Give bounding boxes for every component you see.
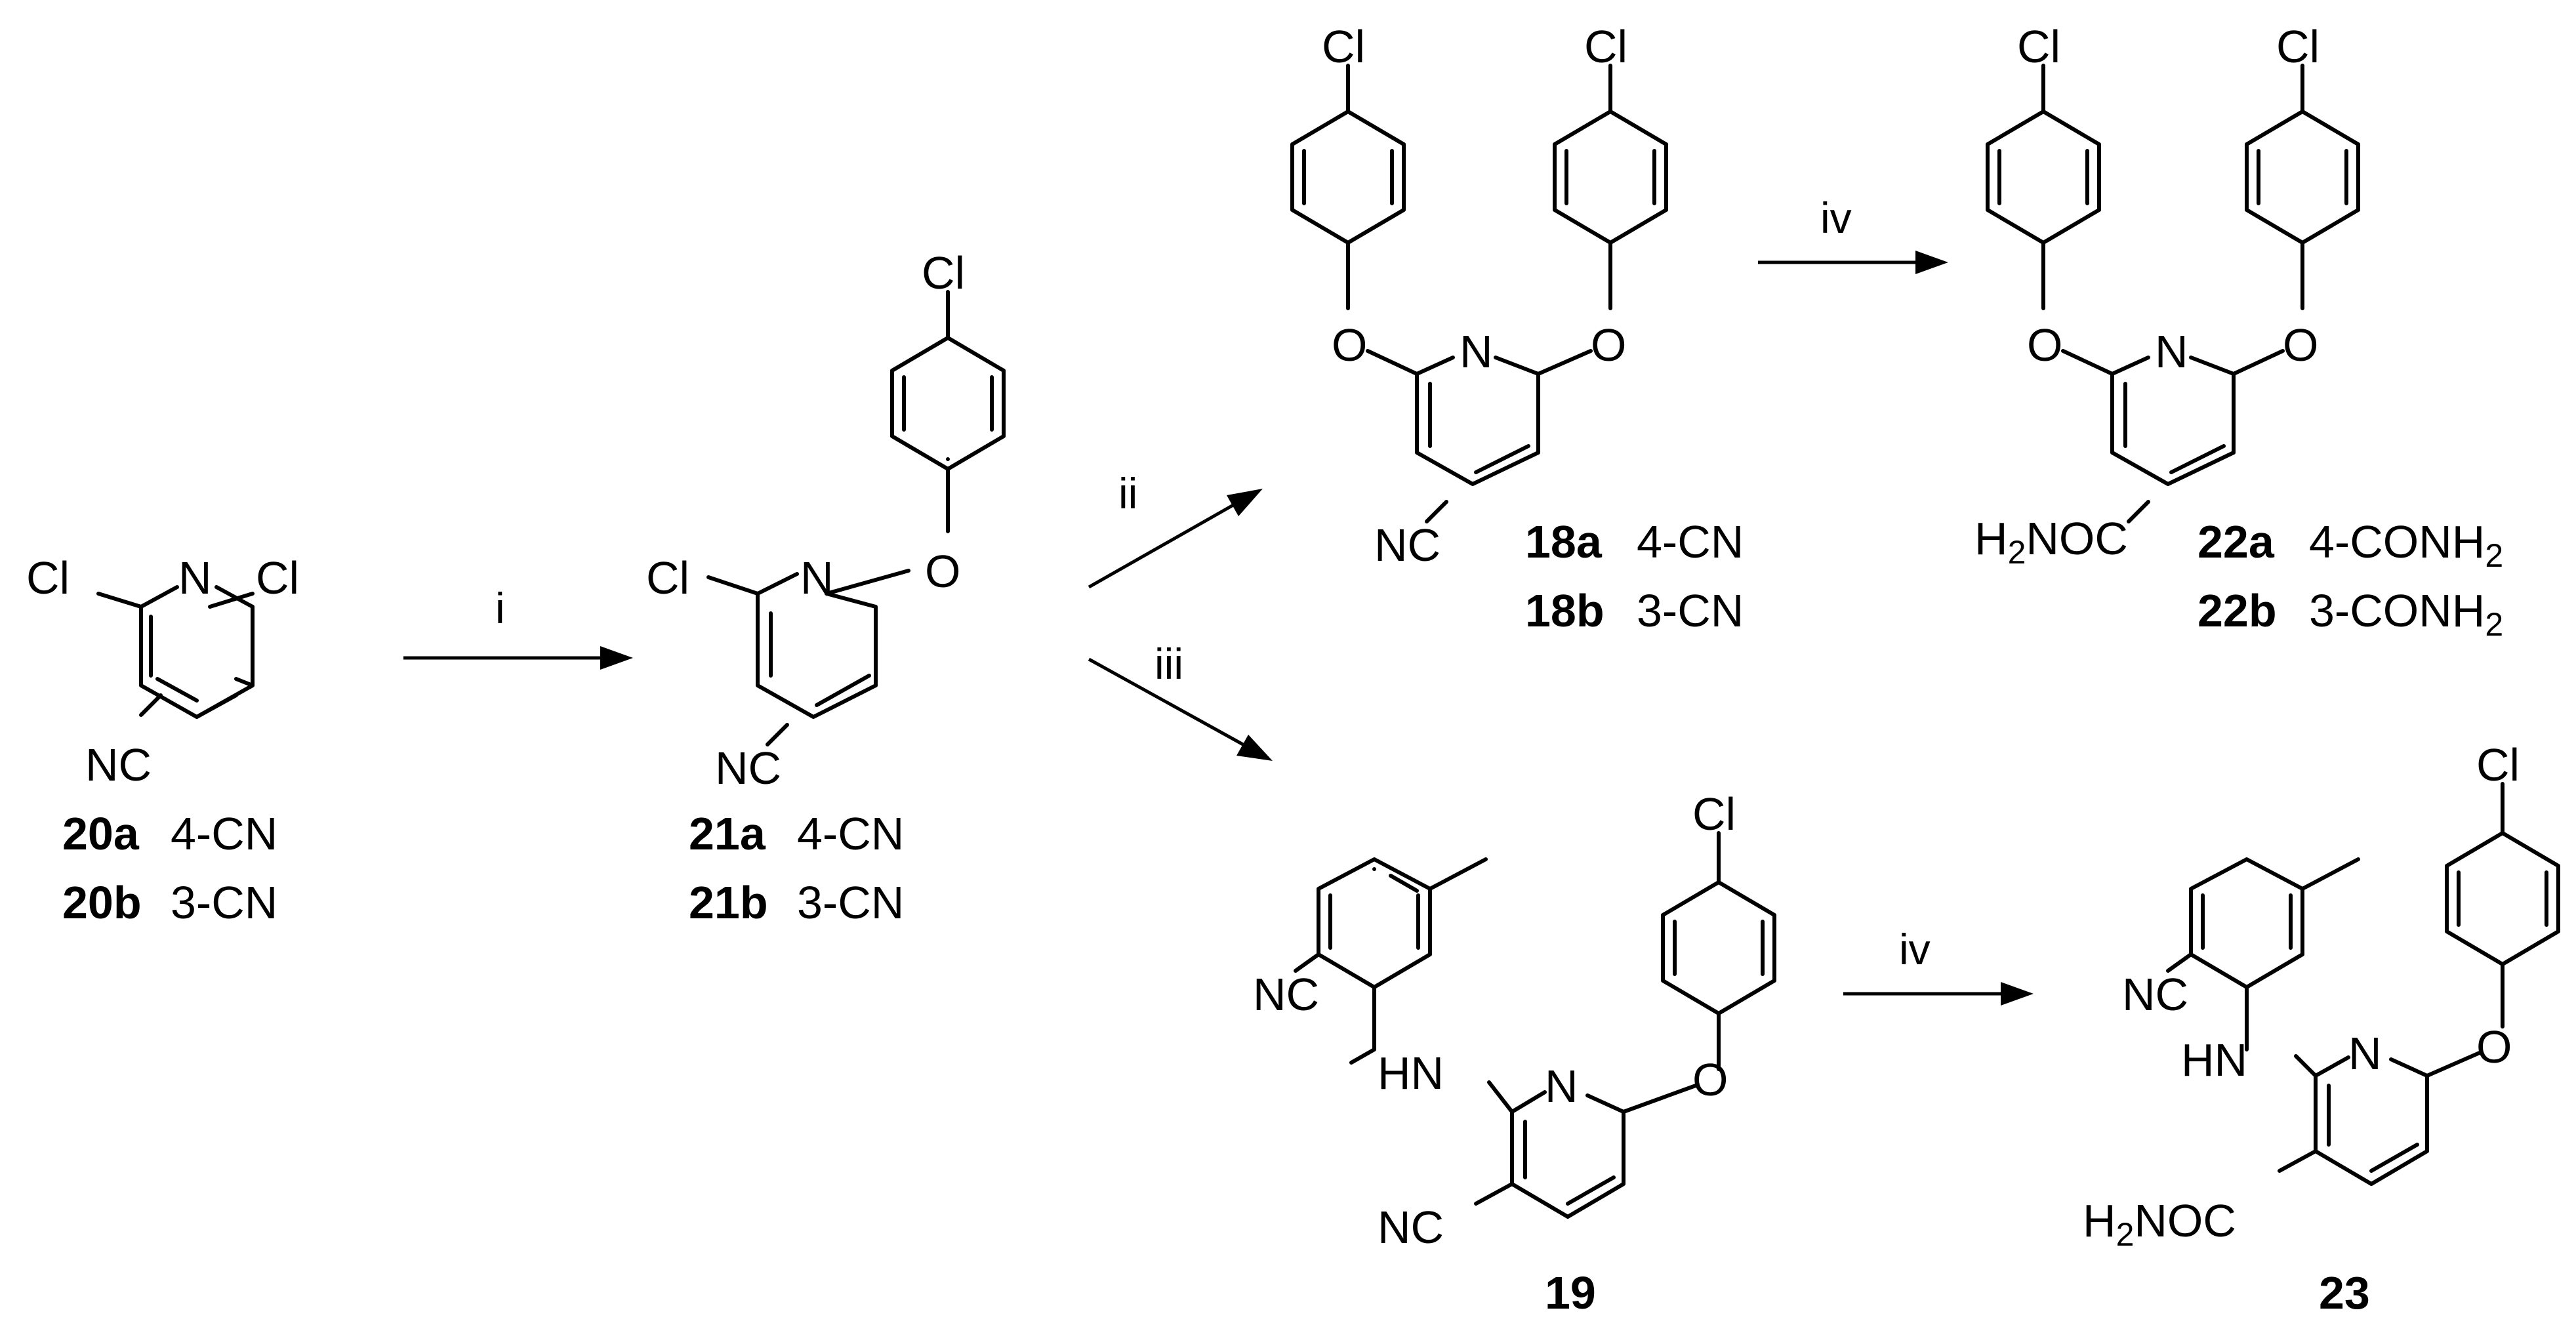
compound-20a-id: 20a: [62, 808, 140, 859]
atom-o: O: [2283, 319, 2318, 371]
step-iv-label-top: iv: [1820, 194, 1852, 242]
compound-21a-substituent: 4-CN: [797, 808, 904, 859]
compound-21b-id: 21b: [689, 877, 768, 928]
compound-20-structure: Cl N Cl NC: [26, 552, 299, 790]
atom-cl: Cl: [2476, 739, 2520, 790]
atom-n: N: [1460, 326, 1493, 377]
atom-cl: Cl: [256, 552, 299, 603]
compound-22a-substituent: 4-CONH2: [2309, 516, 2503, 574]
atom-cl: Cl: [646, 552, 689, 603]
step-ii-label: ii: [1118, 469, 1137, 518]
atom-hn: HN: [2181, 1034, 2247, 1086]
compound-20b-substituent: 3-CN: [171, 877, 277, 928]
compound-22a-id: 22a: [2198, 516, 2275, 567]
atom-o: O: [1332, 319, 1367, 371]
atom-nc: NC: [1253, 969, 1319, 1020]
compound-23-structure: Cl O NC HN N H2NOC: [2083, 739, 2560, 1253]
compound-22b-substituent: 3-CONH2: [2309, 585, 2503, 643]
atom-o: O: [2476, 1021, 2512, 1072]
compound-18b-id: 18b: [1525, 585, 1605, 636]
compound-23-id: 23: [2319, 1267, 2370, 1318]
atom-cl: Cl: [2276, 21, 2320, 72]
atom-h2noc: H2NOC: [1974, 513, 2128, 571]
compound-22-structure: Cl Cl O O N H2NOC: [1974, 21, 2360, 571]
step-iv-arrow-bottom: [1843, 982, 2034, 1006]
atom-nc: NC: [85, 739, 152, 790]
atom-nc: NC: [1374, 520, 1441, 571]
atom-n: N: [800, 552, 834, 603]
atom-n: N: [1545, 1061, 1578, 1112]
atom-o: O: [925, 546, 960, 597]
atom-nc: NC: [1378, 1202, 1444, 1253]
compound-18b-substituent: 3-CN: [1637, 585, 1744, 636]
atom-h2noc: H2NOC: [2083, 1195, 2236, 1253]
compound-19-structure: Cl O NC HN N NC: [1253, 788, 1776, 1253]
atom-nc: NC: [2122, 969, 2188, 1020]
atom-n: N: [2348, 1028, 2382, 1079]
atom-cl: Cl: [1322, 21, 1365, 72]
compound-19-id: 19: [1545, 1267, 1596, 1318]
atom-nc: NC: [715, 743, 781, 794]
compound-21-structure: Cl O Cl N NC: [646, 247, 1006, 794]
atom-o: O: [2027, 319, 2062, 371]
atom-o: O: [1692, 1054, 1728, 1105]
atom-n: N: [2155, 326, 2188, 377]
atom-n: N: [178, 552, 212, 603]
step-iii-arrow: [1088, 657, 1273, 761]
step-iv-arrow-top: [1758, 251, 1948, 274]
atom-cl: Cl: [26, 552, 70, 603]
compound-18a-id: 18a: [1525, 516, 1603, 567]
step-i-label: i: [495, 584, 505, 632]
compound-21a-id: 21a: [689, 808, 766, 859]
step-ii-arrow: [1088, 489, 1263, 589]
compound-20a-substituent: 4-CN: [171, 808, 277, 859]
atom-cl: Cl: [922, 247, 965, 298]
step-iv-label-bottom: iv: [1899, 925, 1931, 973]
atom-o: O: [1591, 319, 1626, 371]
atom-cl: Cl: [1584, 21, 1627, 72]
compound-20b-id: 20b: [62, 877, 142, 928]
atom-cl: Cl: [2017, 21, 2060, 72]
atom-cl: Cl: [1692, 788, 1736, 840]
atom-hn: HN: [1378, 1048, 1444, 1099]
step-iii-label: iii: [1155, 640, 1183, 688]
compound-18a-substituent: 4-CN: [1637, 516, 1744, 567]
compound-18-structure: Cl Cl O O N NC: [1290, 21, 1668, 571]
compound-21b-substituent: 3-CN: [797, 877, 904, 928]
step-i-arrow: [403, 646, 633, 670]
compound-22b-id: 22b: [2198, 585, 2277, 636]
